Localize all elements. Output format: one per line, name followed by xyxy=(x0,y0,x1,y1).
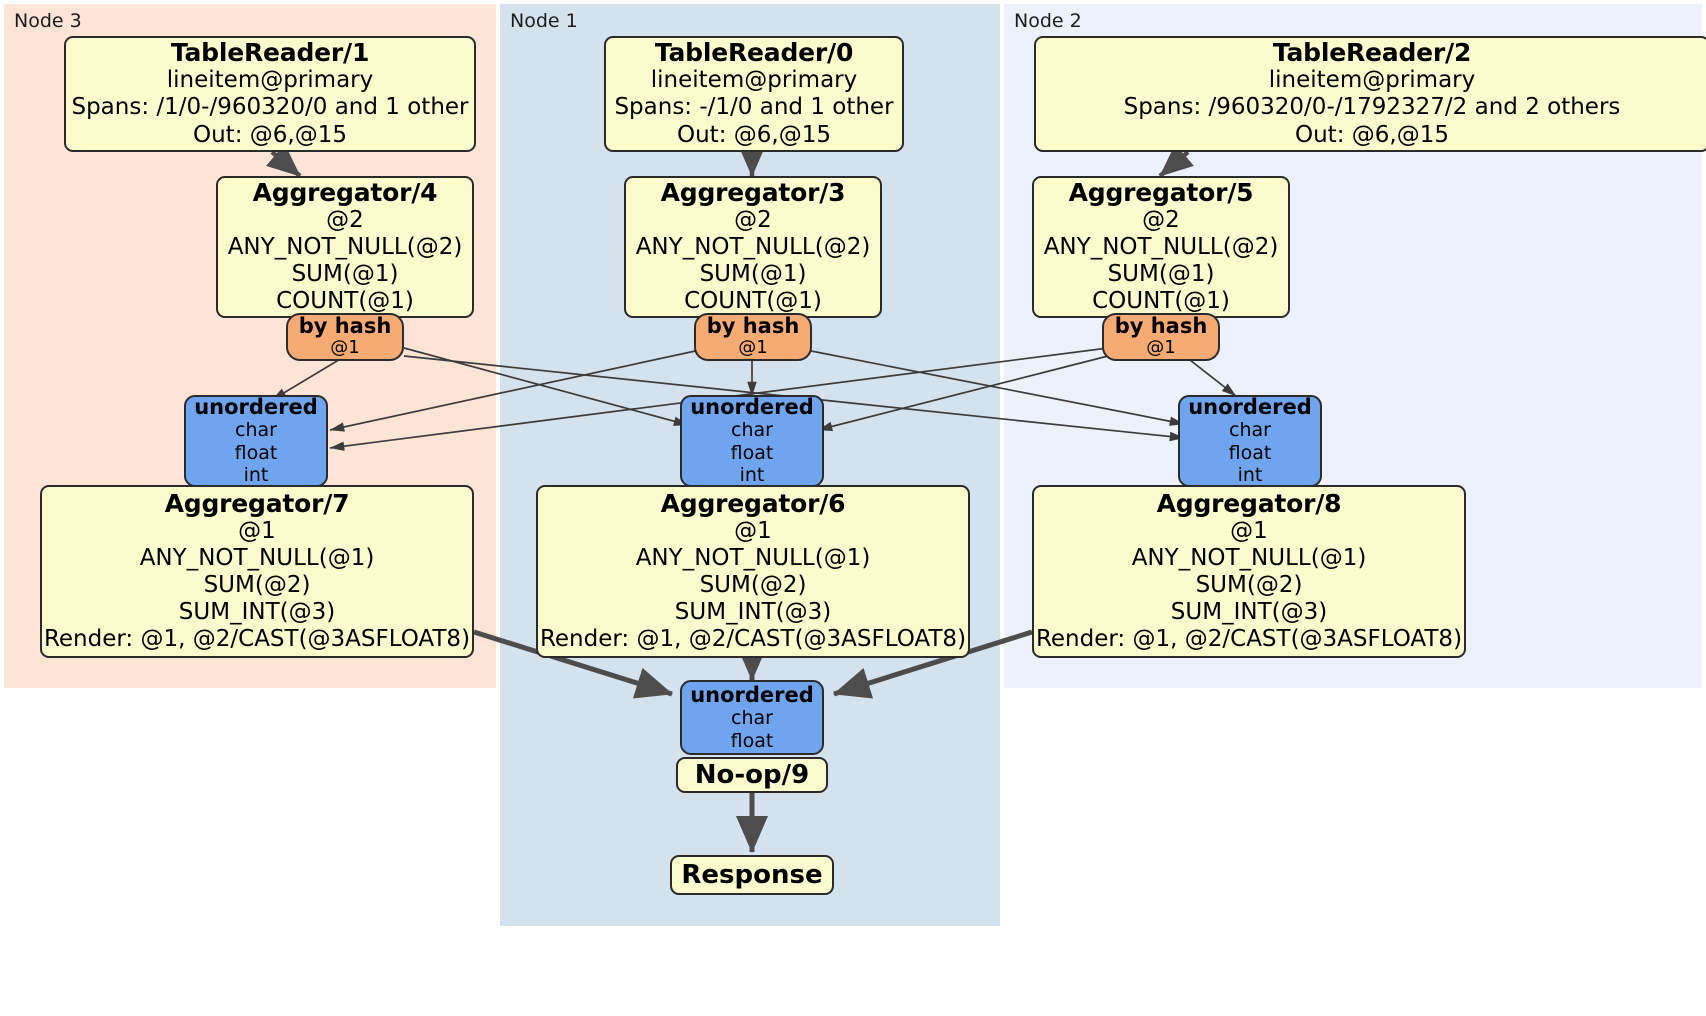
aggregator3-line-3: COUNT(@1) xyxy=(684,288,822,315)
node-tablereader0[interactable]: TableReader/0 lineitem@primary Spans: -/… xyxy=(604,36,904,152)
tablereader0-title: TableReader/0 xyxy=(654,38,854,68)
aggregator7-line-2: SUM(@2) xyxy=(203,571,311,598)
tablereader0-line-1: Spans: -/1/0 and 1 other xyxy=(614,94,894,121)
by-hash-mid-line-0: @1 xyxy=(738,337,768,359)
tablereader1-line-0: lineitem@primary xyxy=(166,67,374,94)
aggregator7-line-0: @1 xyxy=(238,517,276,544)
tablereader2-line-2: Out: @6,@15 xyxy=(1295,121,1449,148)
node-aggregator5[interactable]: Aggregator/5 @2 ANY_NOT_NULL(@2) SUM(@1)… xyxy=(1032,176,1290,318)
tablereader1-line-1: Spans: /1/0-/960320/0 and 1 other xyxy=(71,94,469,121)
response-title: Response xyxy=(681,859,823,890)
tablereader1-title: TableReader/1 xyxy=(170,38,370,68)
tablereader1-line-2: Out: @6,@15 xyxy=(193,121,347,148)
aggregator6-line-4: Render: @1, @2/CAST(@3ASFLOAT8) xyxy=(539,626,967,653)
unordered-left-line-2: int xyxy=(243,464,269,487)
aggregator7-line-4: Render: @1, @2/CAST(@3ASFLOAT8) xyxy=(43,626,471,653)
sync-unordered-final[interactable]: unordered char float xyxy=(680,680,824,755)
node-response[interactable]: Response xyxy=(670,855,834,895)
unordered-final-title: unordered xyxy=(690,682,814,707)
aggregator7-title: Aggregator/7 xyxy=(164,488,350,518)
tablereader2-line-0: lineitem@primary xyxy=(1268,67,1476,94)
unordered-final-line-1: float xyxy=(730,729,774,752)
unordered-left-title: unordered xyxy=(194,394,318,419)
unordered-mid-line-0: char xyxy=(731,418,773,441)
aggregator5-line-0: @2 xyxy=(1142,206,1180,233)
aggregator8-title: Aggregator/8 xyxy=(1156,488,1342,518)
node-aggregator6[interactable]: Aggregator/6 @1 ANY_NOT_NULL(@1) SUM(@2)… xyxy=(536,485,970,658)
aggregator8-line-1: ANY_NOT_NULL(@1) xyxy=(1131,544,1367,571)
aggregator3-line-0: @2 xyxy=(734,206,772,233)
node-aggregator3[interactable]: Aggregator/3 @2 ANY_NOT_NULL(@2) SUM(@1)… xyxy=(624,176,882,318)
aggregator5-line-3: COUNT(@1) xyxy=(1092,288,1230,315)
unordered-mid-line-2: int xyxy=(739,464,765,487)
unordered-mid-title: unordered xyxy=(690,394,814,419)
sync-unordered-left[interactable]: unordered char float int xyxy=(184,395,328,487)
aggregator6-line-0: @1 xyxy=(734,517,772,544)
unordered-right-title: unordered xyxy=(1188,394,1312,419)
aggregator8-line-0: @1 xyxy=(1230,517,1268,544)
aggregator4-line-2: SUM(@1) xyxy=(291,261,399,287)
by-hash-left-line-0: @1 xyxy=(330,337,360,359)
aggregator4-line-1: ANY_NOT_NULL(@2) xyxy=(227,233,463,260)
region-node1-label: Node 1 xyxy=(510,10,578,32)
node-aggregator4[interactable]: Aggregator/4 @2 ANY_NOT_NULL(@2) SUM(@1)… xyxy=(216,176,474,318)
aggregator8-line-2: SUM(@2) xyxy=(1195,571,1303,598)
aggregator6-line-3: SUM_INT(@3) xyxy=(674,599,832,626)
unordered-mid-line-1: float xyxy=(730,441,774,464)
node-aggregator7[interactable]: Aggregator/7 @1 ANY_NOT_NULL(@1) SUM(@2)… xyxy=(40,485,474,658)
tablereader2-line-1: Spans: /960320/0-/1792327/2 and 2 others xyxy=(1123,94,1621,121)
tablereader0-line-0: lineitem@primary xyxy=(650,67,858,94)
aggregator3-line-1: ANY_NOT_NULL(@2) xyxy=(635,233,871,260)
aggregator4-title: Aggregator/4 xyxy=(252,177,438,207)
unordered-final-line-0: char xyxy=(731,706,773,729)
tablereader0-line-2: Out: @6,@15 xyxy=(677,121,831,148)
unordered-right-line-1: float xyxy=(1228,441,1272,464)
aggregator3-line-2: SUM(@1) xyxy=(699,261,807,287)
by-hash-left-title: by hash xyxy=(298,314,392,339)
node-tablereader1[interactable]: TableReader/1 lineitem@primary Spans: /1… xyxy=(64,36,476,152)
sync-unordered-mid[interactable]: unordered char float int xyxy=(680,395,824,487)
aggregator5-line-2: SUM(@1) xyxy=(1107,261,1215,287)
node-aggregator8[interactable]: Aggregator/8 @1 ANY_NOT_NULL(@1) SUM(@2)… xyxy=(1032,485,1466,658)
region-node3-label: Node 3 xyxy=(14,10,82,32)
aggregator7-line-3: SUM_INT(@3) xyxy=(178,599,336,626)
aggregator4-line-0: @2 xyxy=(326,206,364,233)
noop9-title: No-op/9 xyxy=(694,759,810,790)
aggregator8-line-3: SUM_INT(@3) xyxy=(1170,599,1328,626)
router-by-hash-mid[interactable]: by hash @1 xyxy=(694,313,812,361)
unordered-right-line-0: char xyxy=(1229,418,1271,441)
tablereader2-title: TableReader/2 xyxy=(1272,38,1472,68)
aggregator8-line-4: Render: @1, @2/CAST(@3ASFLOAT8) xyxy=(1035,626,1463,653)
aggregator6-line-1: ANY_NOT_NULL(@1) xyxy=(635,544,871,571)
unordered-left-line-0: char xyxy=(235,418,277,441)
aggregator5-title: Aggregator/5 xyxy=(1068,177,1254,207)
by-hash-right-line-0: @1 xyxy=(1146,337,1176,359)
node-noop9[interactable]: No-op/9 xyxy=(676,757,828,793)
aggregator6-line-2: SUM(@2) xyxy=(699,571,807,598)
unordered-left-line-1: float xyxy=(234,441,278,464)
aggregator7-line-1: ANY_NOT_NULL(@1) xyxy=(139,544,375,571)
aggregator4-line-3: COUNT(@1) xyxy=(276,288,414,315)
aggregator3-title: Aggregator/3 xyxy=(660,177,846,207)
router-by-hash-right[interactable]: by hash @1 xyxy=(1102,313,1220,361)
node-tablereader2[interactable]: TableReader/2 lineitem@primary Spans: /9… xyxy=(1034,36,1706,152)
unordered-right-line-2: int xyxy=(1237,464,1263,487)
sync-unordered-right[interactable]: unordered char float int xyxy=(1178,395,1322,487)
router-by-hash-left[interactable]: by hash @1 xyxy=(286,313,404,361)
aggregator6-title: Aggregator/6 xyxy=(660,488,846,518)
aggregator5-line-1: ANY_NOT_NULL(@2) xyxy=(1043,233,1279,260)
region-node2-label: Node 2 xyxy=(1014,10,1082,32)
by-hash-mid-title: by hash xyxy=(706,314,800,339)
by-hash-right-title: by hash xyxy=(1114,314,1208,339)
